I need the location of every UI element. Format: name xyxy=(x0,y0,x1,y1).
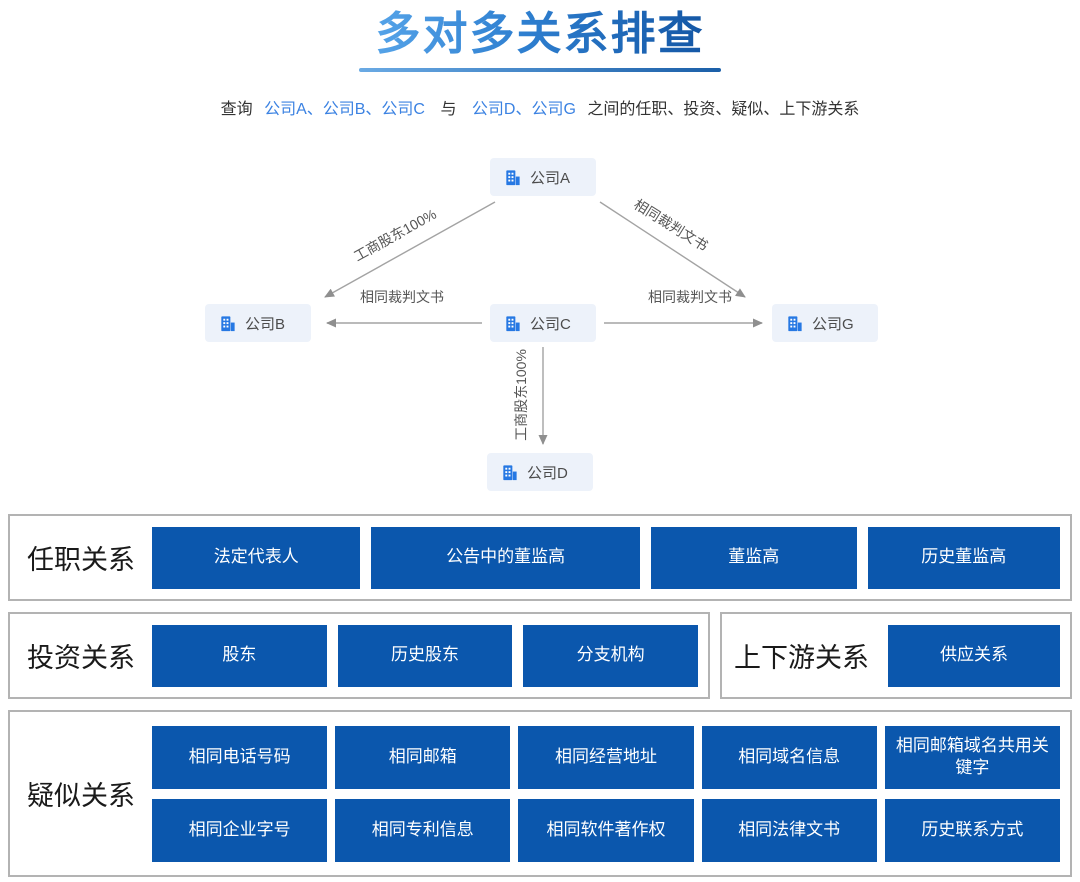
node-company-d[interactable]: 公司D xyxy=(487,453,593,491)
button-supply-relation[interactable]: 供应关系 xyxy=(888,624,1060,687)
node-label: 公司C xyxy=(530,315,571,333)
button-same-software-copyright[interactable]: 相同软件著作权 xyxy=(518,798,694,862)
edge-label-same-judgment-doc: 相同裁判文书 xyxy=(648,289,732,305)
investment-buttons: 股东 历史股东 分支机构 xyxy=(152,624,699,687)
button-legal-representative[interactable]: 法定代表人 xyxy=(152,526,361,589)
section-supply-chain-relations: 上下游关系 供应关系 xyxy=(720,612,1072,699)
node-company-c[interactable]: 公司C xyxy=(490,304,596,342)
section-employment-label: 任职关系 xyxy=(27,545,135,575)
edge-a-to-g xyxy=(599,201,746,298)
button-same-business-address[interactable]: 相同经营地址 xyxy=(518,725,694,789)
node-label: 公司B xyxy=(245,315,286,333)
query-conjunction: 与 xyxy=(440,101,457,118)
section-suspected-label: 疑似关系 xyxy=(27,781,135,811)
button-same-email[interactable]: 相同邮箱 xyxy=(335,725,511,789)
button-shareholder[interactable]: 股东 xyxy=(152,624,327,687)
section-suspected-relations: 疑似关系 相同电话号码 相同邮箱 相同经营地址 相同域名信息 相同邮箱域名共用关… xyxy=(8,710,1072,877)
employment-buttons: 法定代表人 公告中的董监高 董监高 历史董监高 xyxy=(152,526,1060,589)
node-company-a[interactable]: 公司A xyxy=(490,158,596,196)
button-directors[interactable]: 董监高 xyxy=(650,526,857,589)
node-label: 公司A xyxy=(530,169,571,187)
suspected-buttons: 相同电话号码 相同邮箱 相同经营地址 相同域名信息 相同邮箱域名共用关键字 相同… xyxy=(152,725,1060,862)
section-investment-label: 投资关系 xyxy=(27,643,135,673)
query-suffix: 之间的任职、投资、疑似、上下游关系 xyxy=(587,101,860,118)
building-icon xyxy=(218,314,237,333)
relationship-arrows xyxy=(324,201,763,445)
building-icon xyxy=(503,314,522,333)
edge-a-to-b xyxy=(324,201,496,298)
building-icon xyxy=(500,463,519,482)
query-prefix: 查询 xyxy=(220,101,253,118)
node-company-b[interactable]: 公司B xyxy=(205,304,311,342)
query-description: 查询 公司A、公司B、公司C 与 公司D、公司G 之间的任职、投资、疑似、上下游… xyxy=(0,95,1080,119)
edge-label-same-judgment-doc: 相同裁判文书 xyxy=(360,289,444,305)
section-employment-relations: 任职关系 法定代表人 公告中的董监高 董监高 历史董监高 xyxy=(8,514,1072,601)
button-same-enterprise-name[interactable]: 相同企业字号 xyxy=(152,798,328,862)
button-branch-organization[interactable]: 分支机构 xyxy=(523,624,699,687)
building-icon xyxy=(785,314,804,333)
building-icon xyxy=(503,168,522,187)
title-underline xyxy=(359,68,721,72)
section-supply-chain-label: 上下游关系 xyxy=(734,643,869,673)
button-historical-contact-info[interactable]: 历史联系方式 xyxy=(884,798,1060,862)
relationship-diagram: 工商股东100% 相同裁判文书 相同裁判文书 相同裁判文书 工商股东100% 公… xyxy=(0,150,1080,510)
node-label: 公司D xyxy=(527,464,568,482)
button-same-legal-document[interactable]: 相同法律文书 xyxy=(701,798,877,862)
page-title: 多对多关系排查 xyxy=(375,6,704,62)
query-target-companies[interactable]: 公司D、公司G xyxy=(471,101,576,118)
button-historical-shareholder[interactable]: 历史股东 xyxy=(337,624,513,687)
query-source-companies[interactable]: 公司A、公司B、公司C xyxy=(264,101,425,118)
button-same-phone-number[interactable]: 相同电话号码 xyxy=(152,725,328,789)
button-same-patent-info[interactable]: 相同专利信息 xyxy=(335,798,511,862)
button-announced-directors[interactable]: 公告中的董监高 xyxy=(371,526,640,589)
button-same-domain-info[interactable]: 相同域名信息 xyxy=(701,725,877,789)
node-label: 公司G xyxy=(812,315,854,333)
button-same-email-domain-keyword[interactable]: 相同邮箱域名共用关键字 xyxy=(884,725,1060,789)
button-historical-directors[interactable]: 历史董监高 xyxy=(867,526,1060,589)
header: 多对多关系排查 查询 公司A、公司B、公司C 与 公司D、公司G 之间的任职、投… xyxy=(0,6,1080,119)
section-investment-relations: 投资关系 股东 历史股东 分支机构 xyxy=(8,612,710,699)
node-company-g[interactable]: 公司G xyxy=(772,304,878,342)
